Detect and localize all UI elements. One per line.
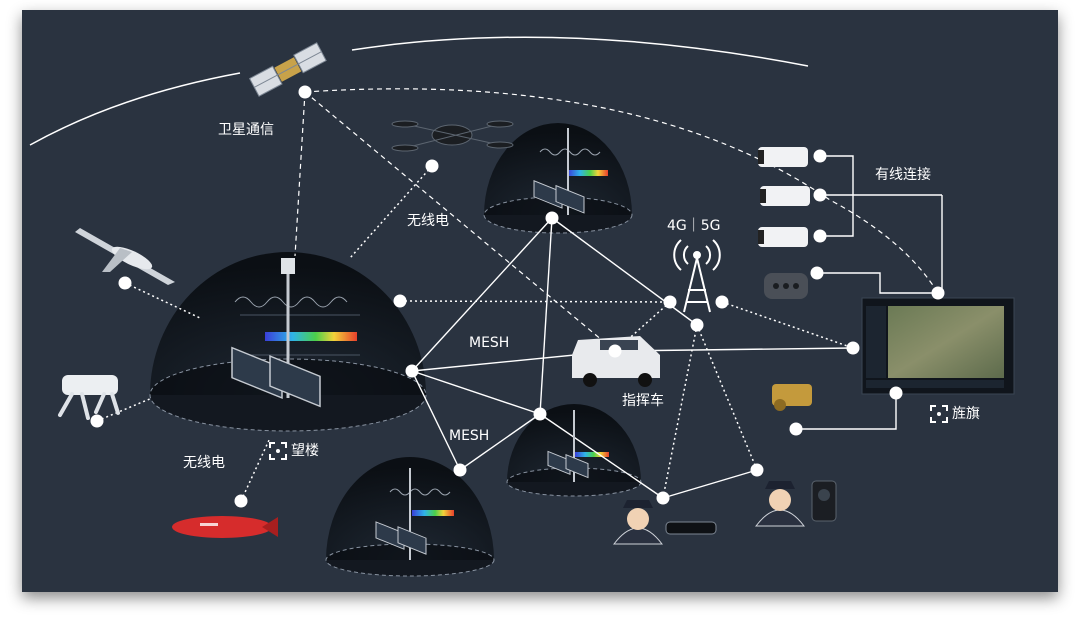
- label-cellular: 4G｜5G: [667, 218, 721, 234]
- label-flagship: 旌旗: [952, 406, 980, 422]
- fixed-wing-uav: [75, 228, 175, 285]
- bullet-camera-3: [758, 227, 808, 247]
- command-vehicle: [572, 336, 660, 387]
- officer-left: [612, 500, 664, 545]
- satellite: [248, 42, 327, 97]
- solar-watchtower-bottom: [375, 468, 427, 560]
- label-mesh-top: MESH: [469, 335, 510, 351]
- smart-glasses: [665, 521, 717, 535]
- monitor-map-screen: [861, 297, 1015, 395]
- bullet-camera-1: [758, 147, 808, 167]
- orbit-arc-left: [29, 72, 241, 146]
- label-satellite-comm: 卫星通信: [218, 122, 274, 138]
- focus-frame-icon: [930, 405, 948, 423]
- focus-frame-icon: [269, 442, 287, 460]
- connections-dashed: [294, 88, 939, 352]
- label-mesh-bottom: MESH: [449, 428, 490, 444]
- bullet-camera-2: [760, 186, 810, 206]
- dome-top: [483, 123, 633, 234]
- robot-dog: [58, 375, 120, 420]
- cell-tower-icon: [673, 239, 721, 313]
- quadcopter-drone: [391, 120, 514, 152]
- label-wired-connection: 有线连接: [875, 167, 931, 183]
- solar-watchtower-main: [231, 258, 321, 408]
- officer-right: [754, 481, 806, 527]
- label-command-vehicle: 指挥车: [622, 393, 664, 409]
- thermal-camera: [772, 384, 812, 411]
- node-dots: [90, 85, 945, 508]
- solar-watchtower-mid: [547, 410, 589, 482]
- orbit-arc-right: [351, 36, 809, 67]
- cable-connector: [764, 273, 808, 299]
- solar-watchtower-top: [533, 128, 585, 215]
- body-camera: [811, 480, 837, 522]
- label-watchtower: 望楼: [291, 443, 319, 459]
- label-radio-left: 无线电: [183, 455, 225, 471]
- label-radio-top: 无线电: [407, 213, 449, 229]
- underwater-drone: [172, 516, 278, 538]
